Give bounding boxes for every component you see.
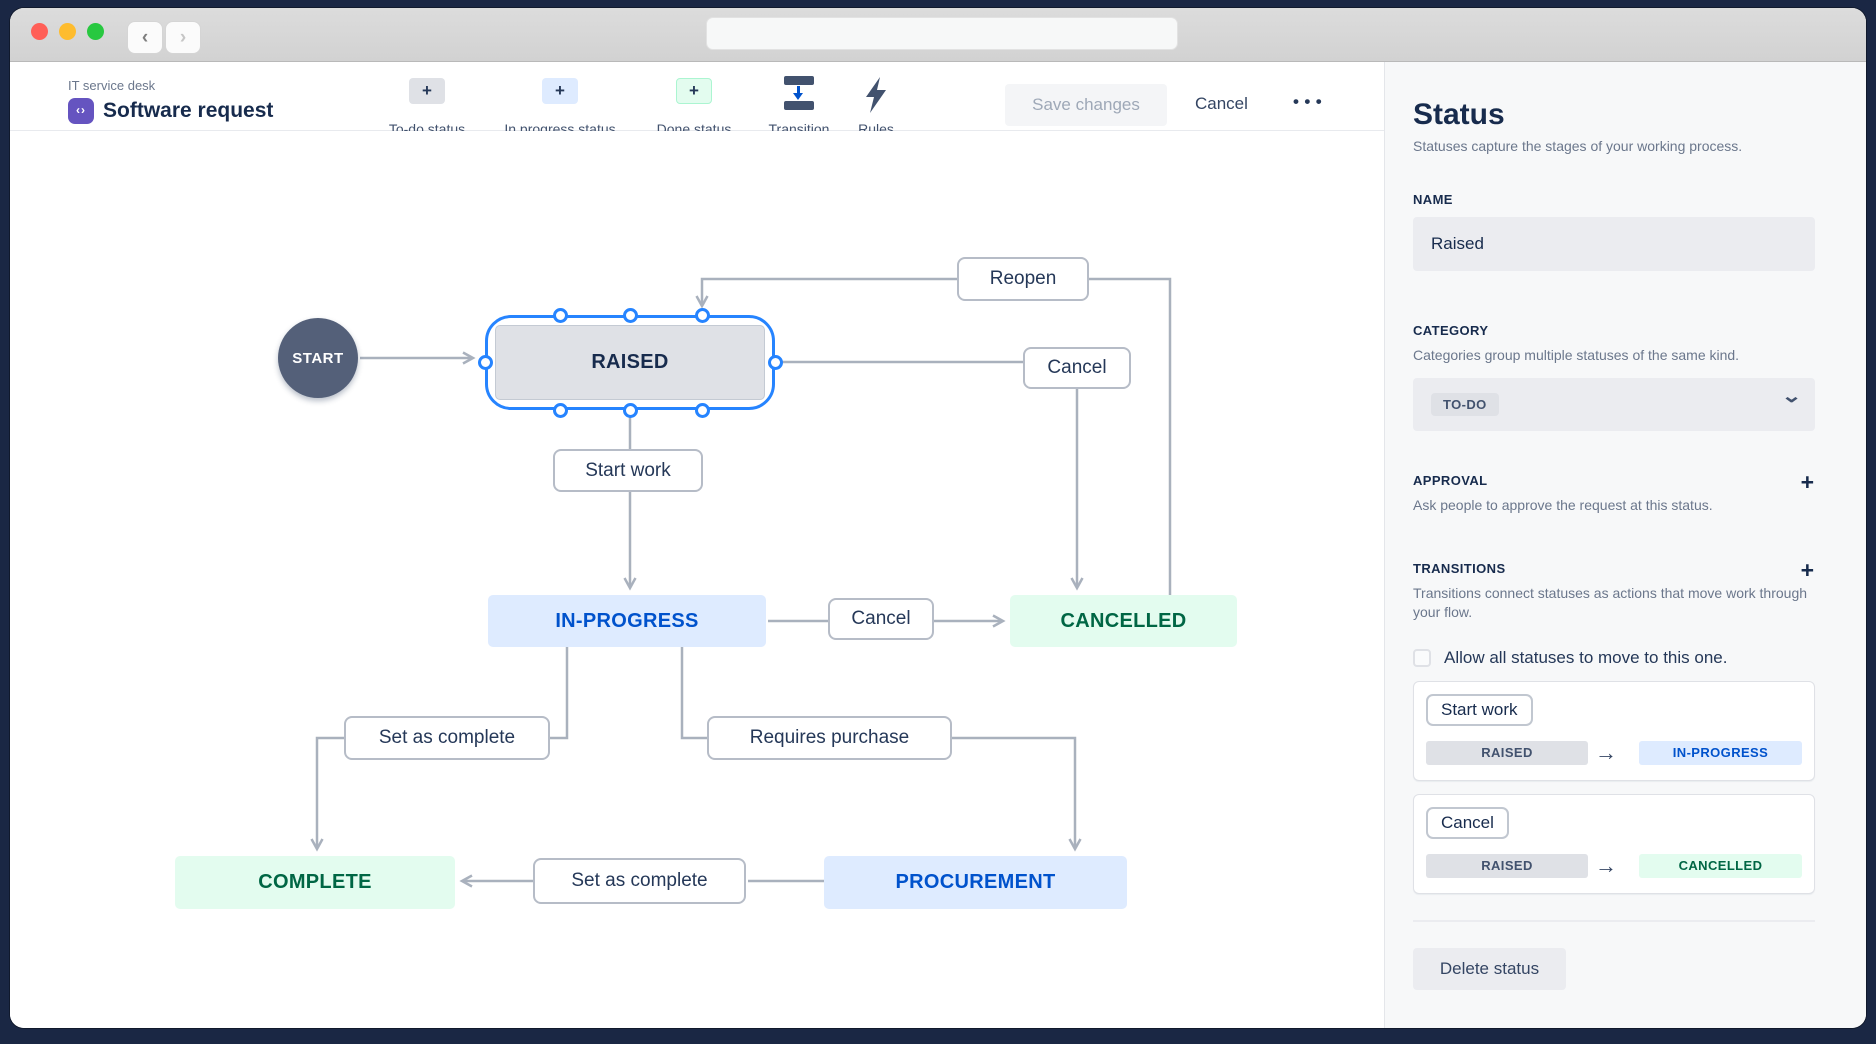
transitions-label: TRANSITIONS bbox=[1413, 560, 1506, 576]
more-options-icon[interactable] bbox=[1293, 92, 1333, 112]
chevron-left-icon bbox=[142, 27, 148, 49]
page-title: Software request bbox=[103, 99, 274, 122]
plus-icon bbox=[676, 78, 712, 104]
browser-forward-button[interactable] bbox=[165, 21, 201, 54]
browser-back-button[interactable] bbox=[127, 21, 163, 54]
browser-titlebar bbox=[10, 8, 1866, 62]
category-description: Categories group multiple statuses of th… bbox=[1413, 347, 1740, 363]
resize-handle[interactable] bbox=[553, 403, 568, 418]
status-name-input[interactable] bbox=[1413, 217, 1815, 271]
to-status-badge: CANCELLED bbox=[1639, 853, 1802, 878]
to-status-badge: IN-PROGRESS bbox=[1639, 740, 1802, 765]
divider bbox=[1413, 919, 1815, 922]
delete-status-button[interactable]: Delete status bbox=[1413, 947, 1566, 990]
panel-title: Status bbox=[1413, 98, 1505, 131]
add-inprogress-status-button[interactable]: In progress status bbox=[485, 76, 635, 137]
status-node-in-progress[interactable]: IN-PROGRESS bbox=[488, 595, 766, 647]
resize-handle[interactable] bbox=[695, 403, 710, 418]
from-status-badge: RAISED bbox=[1426, 740, 1588, 765]
minimize-window-button[interactable] bbox=[59, 23, 76, 40]
transition-card[interactable]: Start work RAISED IN-PROGRESS bbox=[1413, 680, 1815, 781]
fullscreen-window-button[interactable] bbox=[87, 23, 104, 40]
project-code-icon bbox=[68, 98, 94, 124]
transition-label-requires-purchase[interactable]: Requires purchase bbox=[707, 716, 952, 760]
approval-label: APPROVAL bbox=[1413, 472, 1488, 488]
checkbox-label: Allow all statuses to move to this one. bbox=[1444, 647, 1728, 667]
allow-all-statuses-checkbox[interactable] bbox=[1413, 648, 1431, 667]
transition-label-reopen[interactable]: Reopen bbox=[957, 257, 1089, 301]
close-window-button[interactable] bbox=[31, 23, 48, 40]
plus-icon bbox=[542, 78, 578, 104]
transition-icon bbox=[783, 76, 815, 110]
breadcrumb[interactable]: IT service desk bbox=[68, 78, 156, 93]
resize-handle[interactable] bbox=[553, 308, 568, 323]
save-changes-button[interactable]: Save changes bbox=[1005, 84, 1167, 126]
arrow-right-icon bbox=[1588, 740, 1624, 766]
resize-handle[interactable] bbox=[768, 355, 783, 370]
rules-button[interactable]: Rules bbox=[801, 76, 951, 137]
transition-action-pill[interactable]: Start work bbox=[1426, 693, 1533, 726]
add-approval-icon[interactable] bbox=[1801, 469, 1814, 496]
browser-window: IT service desk Software request To-do s… bbox=[10, 8, 1866, 1028]
cancel-button[interactable]: Cancel bbox=[1195, 94, 1248, 113]
status-node-cancelled[interactable]: CANCELLED bbox=[1010, 595, 1237, 647]
workflow-canvas[interactable]: START RAISED IN-PROGRESS CANCELLED COMPL… bbox=[10, 131, 1384, 1028]
resize-handle[interactable] bbox=[623, 403, 638, 418]
name-label: NAME bbox=[1413, 192, 1453, 207]
transition-label-cancel[interactable]: Cancel bbox=[828, 598, 934, 640]
category-value-badge: TO-DO bbox=[1431, 392, 1499, 416]
resize-handle[interactable] bbox=[478, 355, 493, 370]
status-node-procurement[interactable]: PROCUREMENT bbox=[824, 856, 1127, 909]
transition-label-set-as-complete[interactable]: Set as complete bbox=[533, 858, 746, 904]
lightning-bolt-icon bbox=[861, 76, 891, 114]
status-node-complete[interactable]: COMPLETE bbox=[175, 856, 455, 909]
approval-description: Ask people to approve the request at thi… bbox=[1413, 496, 1713, 513]
address-bar[interactable] bbox=[706, 17, 1178, 50]
transition-action-pill[interactable]: Cancel bbox=[1426, 806, 1509, 839]
transition-label-start-work[interactable]: Start work bbox=[553, 449, 703, 492]
transition-label-set-as-complete[interactable]: Set as complete bbox=[344, 716, 550, 760]
add-todo-status-button[interactable]: To-do status bbox=[352, 76, 502, 137]
workflow-editor-header: IT service desk Software request To-do s… bbox=[10, 62, 1384, 137]
resize-handle[interactable] bbox=[623, 308, 638, 323]
arrow-right-icon bbox=[1588, 853, 1624, 879]
chevron-down-icon bbox=[1781, 392, 1802, 413]
panel-subtitle: Statuses capture the stages of your work… bbox=[1413, 138, 1743, 154]
transition-label-cancel[interactable]: Cancel bbox=[1023, 347, 1131, 389]
category-dropdown[interactable]: TO-DO bbox=[1413, 377, 1815, 431]
chevron-right-icon bbox=[180, 27, 186, 49]
add-transition-icon[interactable] bbox=[1801, 557, 1814, 584]
category-label: CATEGORY bbox=[1413, 323, 1489, 338]
from-status-badge: RAISED bbox=[1426, 853, 1588, 878]
status-detail-panel: Status Statuses capture the stages of yo… bbox=[1384, 62, 1866, 1028]
status-node-raised[interactable]: RAISED bbox=[495, 325, 765, 400]
resize-handle[interactable] bbox=[695, 308, 710, 323]
transitions-description: Transitions connect statuses as actions … bbox=[1413, 584, 1808, 620]
plus-icon bbox=[409, 78, 445, 104]
transition-card[interactable]: Cancel RAISED CANCELLED bbox=[1413, 793, 1815, 894]
start-node[interactable]: START bbox=[278, 318, 358, 398]
